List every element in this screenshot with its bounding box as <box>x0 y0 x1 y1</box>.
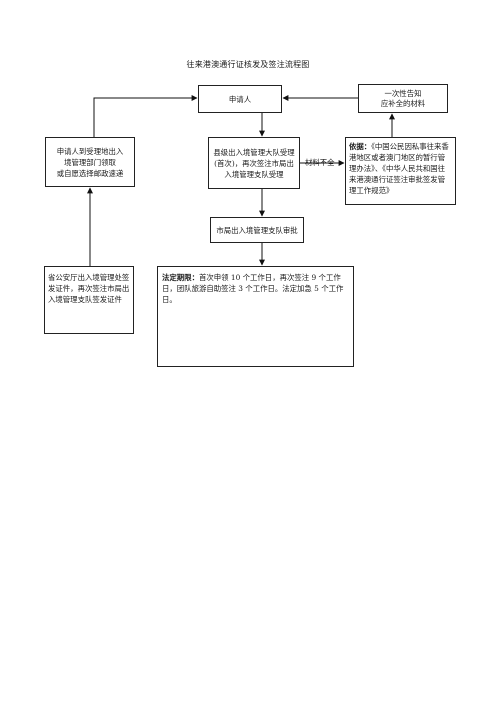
notify-node: 一次性告知 应补全的材料 <box>358 84 448 113</box>
legal-deadline-node: 法定期限：首次申领 10 个工作日，再次签注 9 个工作日，团队旅游自助签注 3… <box>157 266 354 367</box>
collect-node: 申请人到受理地出入 境管理部门领取 或自愿选择邮政速递 <box>45 137 135 187</box>
collect-line-2: 境管理部门领取 <box>64 157 116 167</box>
legal-deadline-text: 首次申领 10 个工作日，再次签注 9 个工作日，团队旅游自助签注 3 个工作日… <box>162 273 344 304</box>
notify-line-1: 一次性告知 <box>384 88 422 98</box>
applicant-label: 申请人 <box>228 94 252 104</box>
legal-basis-text: 《中国公民因私事往来香港地区或者澳门地区的暂行管理办法》、《中华人民共和国往来港… <box>349 142 449 195</box>
applicant-node: 申请人 <box>198 85 282 113</box>
collect-line-1: 申请人到受理地出入 <box>56 146 124 156</box>
city-review-node: 市局出入境管理支队审批 <box>210 217 304 243</box>
legal-basis-node: 依据：《中国公民因私事往来香港地区或者澳门地区的暂行管理办法》、《中华人民共和国… <box>345 137 456 205</box>
province-issue-label: 省公安厅出入境管理处签发证件，再次签注市局出入境管理支队签发证件 <box>48 273 130 304</box>
notify-line-2: 应补全的材料 <box>380 98 426 108</box>
legal-basis-label: 依据： <box>349 142 372 151</box>
city-review-label: 市局出入境管理支队审批 <box>216 225 298 235</box>
page-title: 往来港澳通行证核发及签注流程图 <box>186 60 310 69</box>
county-accept-node: 县级出入境管理大队受理(首次)，再次签注市局出入境管理支队受理 <box>208 137 300 189</box>
collect-line-3: 或自愿选择邮政速递 <box>56 168 124 178</box>
province-issue-node: 省公安厅出入境管理处签发证件，再次签注市局出入境管理支队签发证件 <box>44 266 134 334</box>
edge-collect-to-applicant <box>93 95 198 137</box>
county-accept-label: 县级出入境管理大队受理(首次)，再次签注市局出入境管理支队受理 <box>213 147 295 179</box>
legal-deadline-label: 法定期限： <box>162 273 199 282</box>
